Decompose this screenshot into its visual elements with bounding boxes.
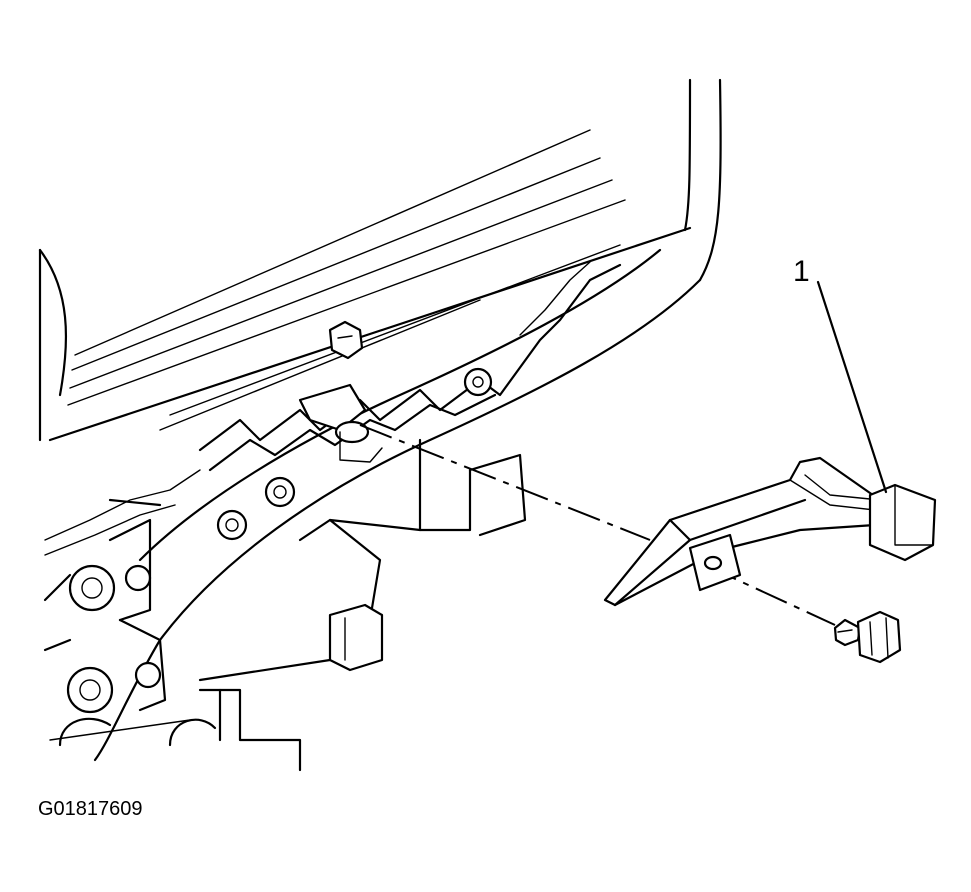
callout-leader-line (816, 280, 888, 494)
wiring-harness (44, 261, 622, 556)
bracket-part (603, 456, 937, 607)
callout-number-1: 1 (793, 255, 810, 288)
flange-bolt (833, 610, 902, 664)
frame-rail (93, 244, 702, 762)
cowl-panel (38, 78, 722, 442)
mounting-boss (298, 383, 383, 463)
panel-bolt (328, 320, 364, 360)
figure-id: G01817609 (38, 798, 143, 820)
lower-structure (43, 367, 527, 772)
